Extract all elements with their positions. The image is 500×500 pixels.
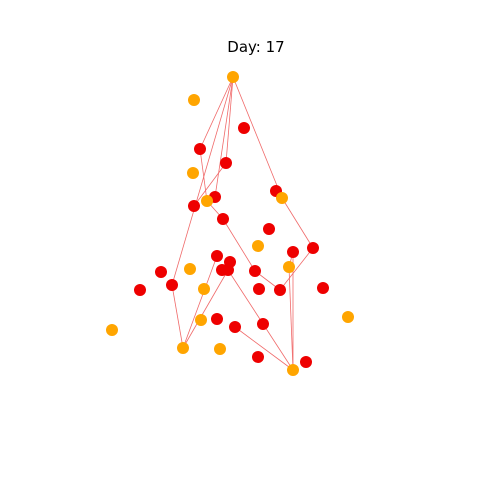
node-n32: [195, 314, 207, 326]
edge-n1-n4: [199, 76, 234, 150]
edge-n35-n41: [234, 326, 294, 371]
node-n3: [238, 122, 250, 134]
edge-n8-n15: [281, 197, 314, 249]
edge-n1-n25: [171, 76, 234, 286]
node-n35: [229, 321, 241, 333]
node-n14: [252, 240, 264, 252]
node-n30: [317, 282, 329, 294]
edge-layer: [171, 76, 314, 371]
node-n31: [342, 311, 354, 323]
edge-n1-n5: [225, 76, 234, 164]
edge-n12-n23: [222, 218, 256, 272]
node-n15: [307, 242, 319, 254]
edge-n1-n8: [232, 76, 283, 199]
node-n8: [276, 192, 288, 204]
edge-n37-n17: [182, 255, 218, 349]
node-n2: [188, 94, 200, 106]
diagram-title: Day: 17: [227, 38, 284, 56]
node-n29: [274, 284, 286, 296]
node-layer: [106, 71, 354, 376]
edge-n5-n11: [193, 162, 227, 207]
node-n26: [134, 284, 146, 296]
node-n1: [227, 71, 239, 83]
edge-n37-n22: [182, 269, 229, 349]
node-n36: [106, 324, 118, 336]
node-n37: [177, 342, 189, 354]
edge-n25-n37: [171, 284, 184, 349]
node-n11: [188, 200, 200, 212]
node-n24: [155, 266, 167, 278]
node-n23: [249, 265, 261, 277]
node-n27: [198, 283, 210, 295]
node-n4: [194, 143, 206, 155]
node-n33: [211, 313, 223, 325]
node-n40: [300, 356, 312, 368]
node-n20: [184, 263, 196, 275]
node-n39: [252, 351, 264, 363]
node-n5: [220, 157, 232, 169]
edge-n19-n41: [288, 266, 294, 371]
node-n16: [287, 246, 299, 258]
node-n25: [166, 279, 178, 291]
node-n41: [287, 364, 299, 376]
node-n38: [214, 343, 226, 355]
node-n10: [201, 195, 213, 207]
node-n6: [187, 167, 199, 179]
node-n22: [222, 264, 234, 276]
node-n34: [257, 318, 269, 330]
node-n12: [217, 213, 229, 225]
node-n28: [253, 283, 265, 295]
edge-n1-n9: [214, 76, 234, 198]
node-n19: [283, 261, 295, 273]
node-n17: [211, 250, 223, 262]
node-n13: [263, 223, 275, 235]
edge-n15-n29: [279, 247, 314, 291]
edge-n4-n10: [199, 148, 208, 202]
